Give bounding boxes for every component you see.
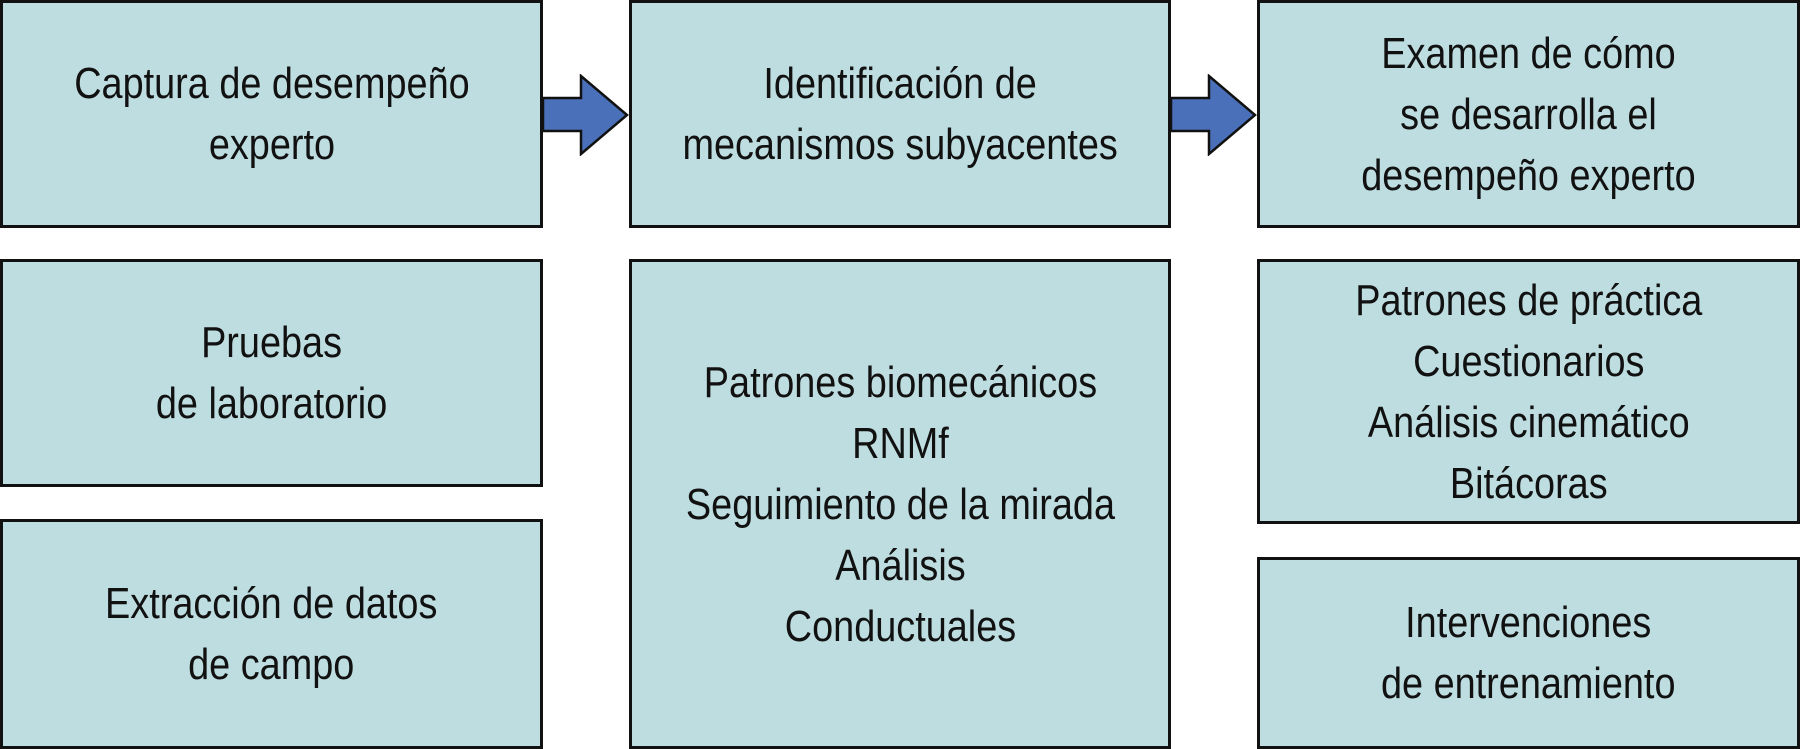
text-line: Seguimiento de la mirada: [685, 479, 1115, 529]
text-line: Análisis: [834, 540, 966, 590]
box-mechanism-methods: Patrones biomecánicos RNMf Seguimiento d…: [629, 259, 1171, 749]
text-line: experto: [208, 120, 335, 169]
text-line: RNMf: [851, 418, 949, 468]
arrow-shape: [541, 74, 629, 156]
box-identify-underlying-mechanisms: Identificación de mecanismos subyacentes: [629, 0, 1171, 228]
box-examine-expert-development: Examen de cómo se desarrolla el desempeñ…: [1257, 0, 1800, 228]
text-line: de campo: [188, 640, 355, 689]
box-development-methods: Patrones de práctica Cuestionarios Análi…: [1257, 259, 1800, 524]
text-line: Bitácoras: [1449, 458, 1608, 508]
box-text: Captura de desempeño experto: [74, 53, 469, 175]
text-line: Intervenciones: [1405, 598, 1652, 647]
box-training-interventions: Intervenciones de entrenamiento: [1257, 557, 1800, 749]
text-line: de laboratorio: [155, 379, 388, 428]
right-arrow-icon: [541, 74, 629, 156]
text-line: Análisis cinemático: [1367, 397, 1690, 447]
box-text: Patrones biomecánicos RNMf Seguimiento d…: [685, 352, 1114, 657]
text-line: Conductuales: [784, 601, 1016, 651]
right-arrow-icon: [1169, 74, 1257, 156]
text-line: Patrones biomecánicos: [703, 357, 1097, 407]
text-line: de entrenamiento: [1381, 659, 1676, 708]
text-line: Captura de desempeño: [73, 59, 470, 108]
text-line: Identificación de: [763, 59, 1037, 108]
box-text: Identificación de mecanismos subyacentes: [682, 53, 1117, 175]
text-line: Patrones de práctica: [1354, 275, 1703, 325]
box-text: Patrones de práctica Cuestionarios Análi…: [1355, 270, 1702, 514]
text-line: desempeño experto: [1361, 150, 1696, 200]
box-text: Examen de cómo se desarrolla el desempeñ…: [1361, 23, 1695, 206]
text-line: Cuestionarios: [1412, 336, 1645, 386]
box-text: Intervenciones de entrenamiento: [1381, 592, 1676, 714]
arrow-shape: [1169, 74, 1257, 156]
text-line: Examen de cómo: [1381, 28, 1676, 78]
box-text: Pruebas de laboratorio: [156, 312, 387, 434]
box-capture-expert-performance: Captura de desempeño experto: [0, 0, 543, 228]
text-line: se desarrolla el: [1400, 89, 1657, 139]
text-line: mecanismos subyacentes: [682, 120, 1118, 169]
text-line: Extracción de datos: [105, 579, 438, 628]
box-laboratory-tests: Pruebas de laboratorio: [0, 259, 543, 487]
box-field-data-extraction: Extracción de datos de campo: [0, 519, 543, 749]
box-text: Extracción de datos de campo: [105, 573, 437, 695]
text-line: Pruebas: [201, 318, 342, 367]
